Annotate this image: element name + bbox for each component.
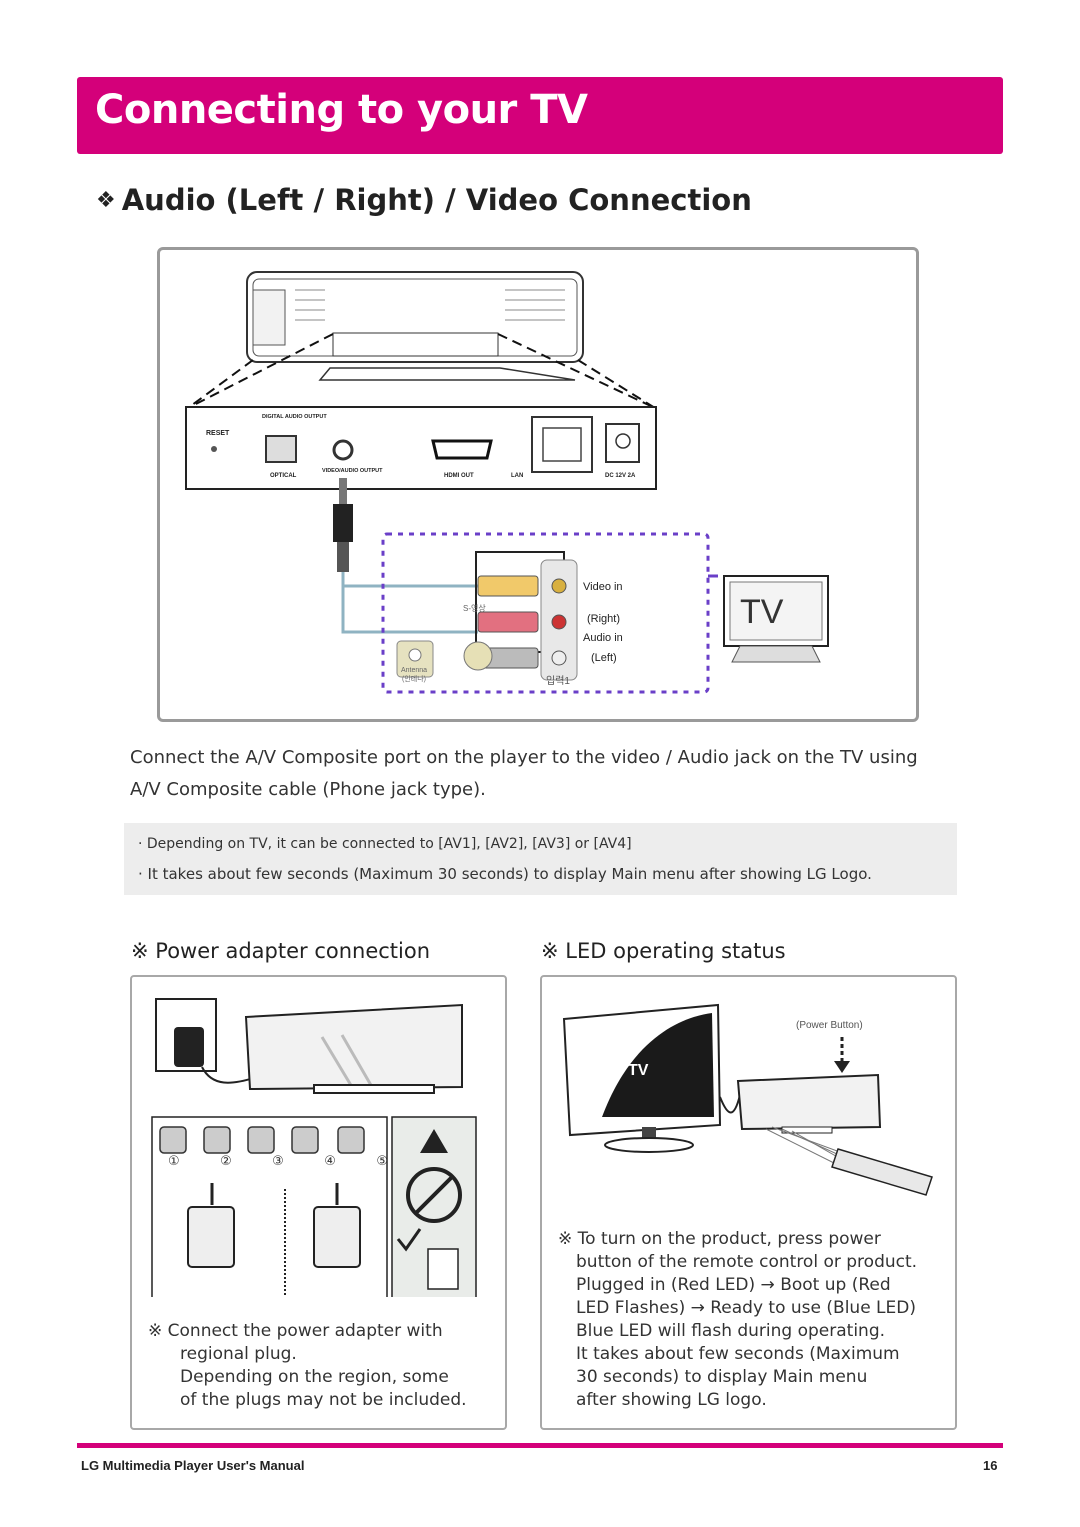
section-heading: ❖Audio (Left / Right) / Video Connection xyxy=(96,183,752,217)
jack-label-s-video: S-영상 xyxy=(463,603,486,613)
power-text-line: regional plug. xyxy=(180,1344,297,1364)
panel-label-dc: DC 12V 2A xyxy=(605,473,636,479)
led-text-line: Plugged in (Red LED) → Boot up (Red xyxy=(576,1275,891,1295)
jack-label-video-in: Video in xyxy=(583,581,623,593)
power-button-label: (Power Button) xyxy=(796,1020,863,1031)
panel-label-digital-audio: DIGITAL AUDIO OUTPUT xyxy=(262,414,327,420)
plug-number: ③ xyxy=(272,1154,284,1169)
plug-number-row: ① ② ③ ④ ⑤ xyxy=(168,1154,388,1169)
page-number: 16 xyxy=(983,1458,998,1473)
power-adapter-text: ※ Connect the power adapter with regiona… xyxy=(148,1320,467,1412)
led-status-text: ※ To turn on the product, press power bu… xyxy=(558,1228,917,1412)
tv-icon-label: TV xyxy=(740,593,784,631)
notes-box: · Depending on TV, it can be connected t… xyxy=(124,823,957,895)
led-text-line: LED Flashes) → Ready to use (Blue LED) xyxy=(576,1298,916,1318)
jack-label-input1: 입력1 xyxy=(546,674,570,687)
jack-label-audio-in: Audio in xyxy=(583,632,623,644)
led-text-line: after showing LG logo. xyxy=(576,1390,767,1410)
power-text-line: of the plugs may not be included. xyxy=(180,1390,467,1410)
player-rear-view xyxy=(185,271,829,694)
page-title: Connecting to your TV xyxy=(95,87,588,133)
section-title: Audio (Left / Right) / Video Connection xyxy=(121,183,752,217)
note-mark-icon: ※ xyxy=(131,939,149,963)
connection-diagram: RESET DIGITAL AUDIO OUTPUT OPTICAL VIDEO… xyxy=(157,247,919,722)
note-startup-time: · It takes about few seconds (Maximum 30… xyxy=(138,865,872,883)
led-section-title: LED operating status xyxy=(565,939,786,963)
panel-label-lan: LAN xyxy=(511,473,523,479)
diamond-bullet-icon: ❖ xyxy=(96,188,116,213)
panel-label-reset: RESET xyxy=(206,430,230,437)
title-banner: Connecting to your TV xyxy=(77,77,1003,154)
panel-label-video-audio: VIDEO/AUDIO OUTPUT xyxy=(322,468,383,474)
jack-label-antenna: Antenna xyxy=(401,667,427,674)
plug-number: ④ xyxy=(324,1154,336,1169)
plug-number: ① xyxy=(168,1154,180,1169)
power-text-line: ※ Connect the power adapter with xyxy=(148,1321,443,1341)
jack-label-left: (Left) xyxy=(591,652,617,664)
power-adapter-illustration xyxy=(151,998,477,1308)
power-section-title: Power adapter connection xyxy=(155,939,431,963)
jack-label-antenna-kr: (안테나) xyxy=(402,674,426,683)
led-tv-label: TV xyxy=(628,1062,649,1079)
led-text-line: It takes about few seconds (Maximum xyxy=(576,1344,900,1364)
led-text-line: button of the remote control or product. xyxy=(576,1252,918,1272)
connection-instructions: Connect the A/V Composite port on the pl… xyxy=(130,747,918,800)
led-section-heading: ※ LED operating status xyxy=(541,939,786,963)
connection-diagram-illustration: RESET DIGITAL AUDIO OUTPUT OPTICAL VIDEO… xyxy=(185,271,829,694)
power-section-heading: ※ Power adapter connection xyxy=(131,939,430,963)
note-mark-icon: ※ xyxy=(541,939,559,963)
note-av-inputs: · Depending on TV, it can be connected t… xyxy=(138,836,632,852)
panel-label-hdmi: HDMI OUT xyxy=(444,473,474,479)
plug-number: ⑤ xyxy=(376,1154,388,1169)
power-text-line: Depending on the region, some xyxy=(180,1367,449,1387)
led-text-line: Blue LED will flash during operating. xyxy=(576,1321,886,1341)
led-status-illustration: TV xyxy=(562,1003,933,1196)
plug-number: ② xyxy=(220,1154,232,1169)
led-text-line: ※ To turn on the product, press power xyxy=(558,1229,881,1249)
led-text-line: 30 seconds) to display Main menu xyxy=(576,1367,868,1387)
footer-rule xyxy=(77,1443,1003,1448)
power-adapter-panel: ① ② ③ ④ ⑤ ※ Connect the power adapter wi… xyxy=(130,975,507,1430)
led-status-panel: TV (Power Button) ※ To turn on the produ… xyxy=(540,975,957,1430)
panel-label-optical: OPTICAL xyxy=(270,473,297,479)
footer-manual-title: LG Multimedia Player User's Manual xyxy=(81,1458,305,1473)
jack-label-right: (Right) xyxy=(587,613,620,625)
